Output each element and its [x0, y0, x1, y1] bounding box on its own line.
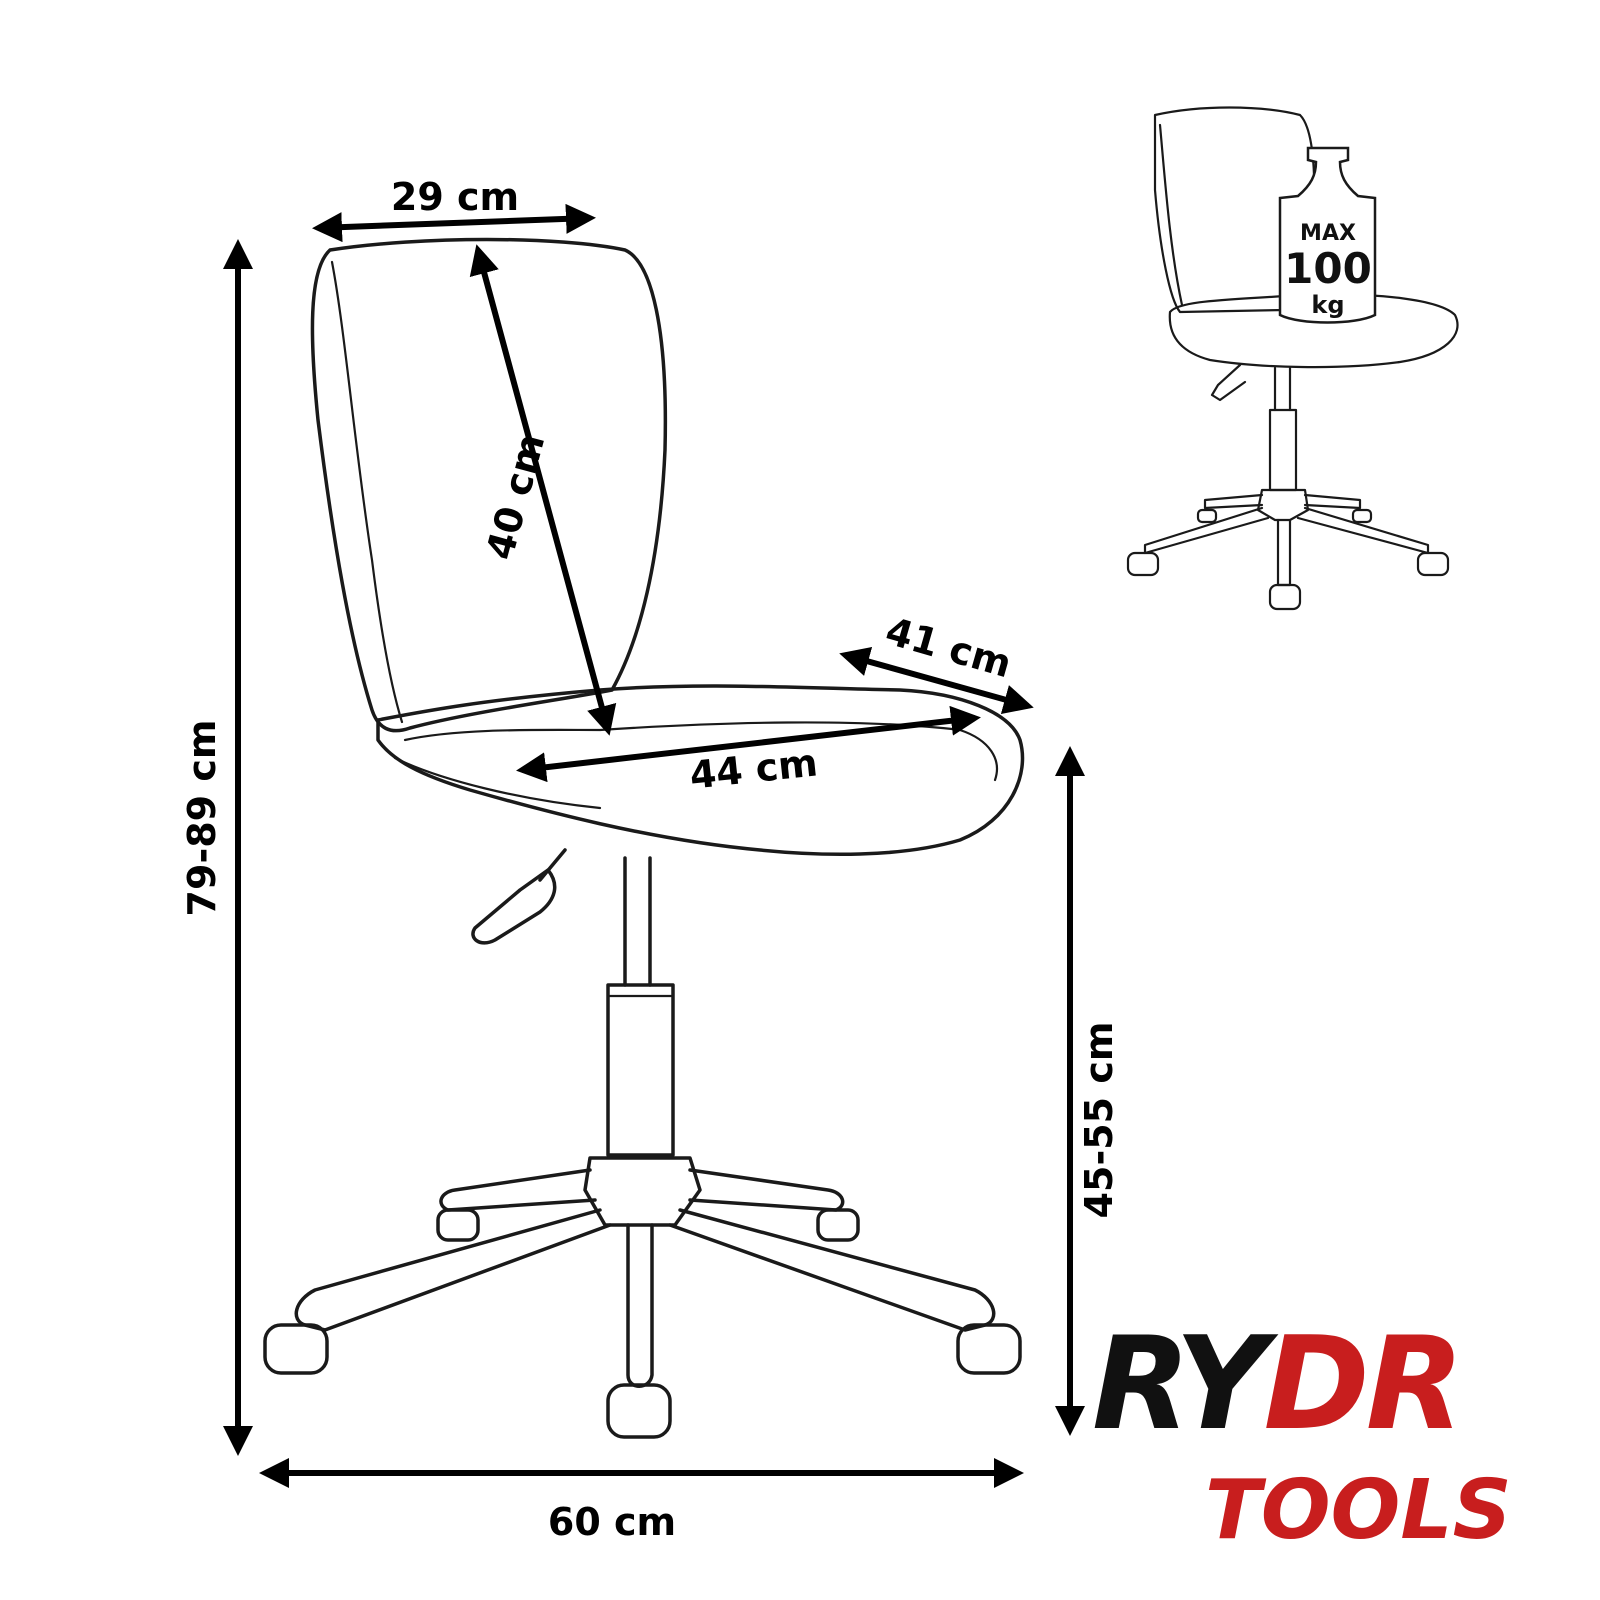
main-chair-illustration: [263, 237, 1025, 1439]
total-height-label: 79-89 cm: [180, 720, 224, 917]
rydr-tools-logo: RYDR TOOLS: [1092, 1310, 1512, 1558]
small-chair-illustration: [1126, 106, 1459, 611]
base-width-label: 60 cm: [548, 1500, 676, 1544]
seat-top-width-label: 29 cm: [391, 175, 519, 219]
weight-icon: [1278, 146, 1377, 324]
seat-depth-label: 41 cm: [881, 609, 1016, 687]
dimension-lines: [223, 203, 1085, 1488]
seat-height-label: 45-55 cm: [1077, 1022, 1121, 1219]
logo-ry: RY: [1092, 1310, 1279, 1459]
weight-max-label: MAX: [1300, 221, 1356, 246]
weight-value: 100: [1284, 244, 1372, 293]
max-weight-badge: MAX 100 kg: [1278, 146, 1377, 324]
weight-unit: kg: [1311, 291, 1344, 319]
logo-tools: TOOLS: [1205, 1463, 1512, 1558]
svg-text:RYDR: RYDR: [1092, 1310, 1460, 1459]
logo-dr: DR: [1264, 1310, 1461, 1459]
